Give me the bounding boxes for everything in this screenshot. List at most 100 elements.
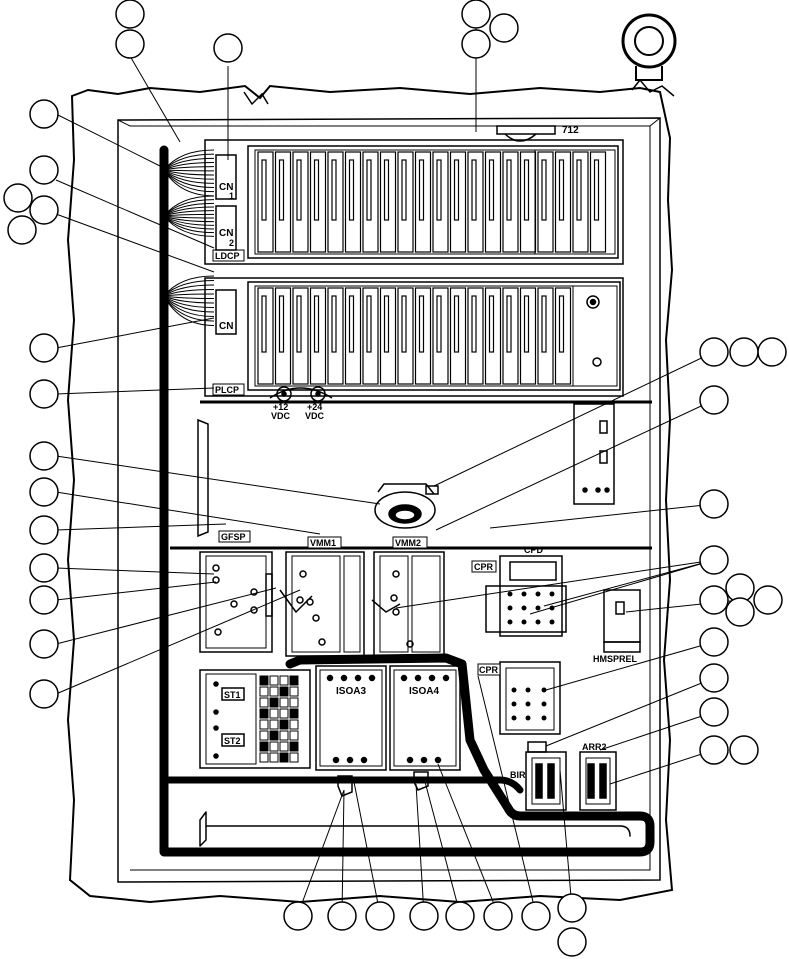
card-slot bbox=[362, 287, 379, 385]
wire bbox=[163, 210, 215, 217]
card-slot bbox=[362, 151, 379, 253]
card-slot bbox=[554, 287, 572, 385]
card-slot-handle bbox=[541, 295, 547, 353]
wire bbox=[163, 169, 215, 172]
callout-balloon bbox=[29, 477, 59, 507]
terminal bbox=[279, 730, 289, 741]
callout-balloons bbox=[3, 0, 787, 957]
card-slot-handle bbox=[576, 159, 582, 221]
terminal bbox=[269, 697, 279, 708]
wire bbox=[163, 215, 215, 230]
terminal bbox=[259, 719, 269, 730]
label-bir: BIR bbox=[510, 770, 526, 780]
callout-balloon bbox=[29, 333, 59, 363]
label-cn2-a: CN bbox=[219, 228, 233, 239]
card-slot bbox=[502, 151, 519, 253]
card-slot bbox=[554, 151, 572, 253]
callout-balloon bbox=[461, 0, 491, 29]
wire bbox=[163, 169, 215, 176]
card-slot-handle bbox=[261, 295, 267, 353]
card-slot-handle bbox=[453, 159, 460, 221]
wire bbox=[163, 295, 215, 308]
label-gfsp: GFSP bbox=[221, 532, 246, 542]
terminal bbox=[289, 697, 299, 708]
rack-labels: CN 1 CN 2 LDCP CN PLCP +12 VDC +24 VDC bbox=[212, 182, 325, 421]
label-cn: CN bbox=[219, 321, 233, 332]
callout-balloon bbox=[699, 585, 729, 615]
callout-balloon bbox=[753, 585, 783, 615]
callout-balloon bbox=[365, 901, 395, 931]
callout-balloon bbox=[557, 893, 587, 923]
callout-balloon bbox=[699, 627, 729, 657]
callout-balloon bbox=[489, 13, 519, 43]
callout-balloon bbox=[699, 385, 729, 415]
card-slot-handle bbox=[278, 295, 285, 353]
wire bbox=[163, 289, 215, 297]
terminal bbox=[279, 719, 289, 730]
terminal bbox=[269, 719, 279, 730]
terminal bbox=[289, 708, 299, 719]
card-slot bbox=[414, 151, 432, 253]
label-cpd: CPD bbox=[524, 545, 544, 555]
callout-balloon bbox=[699, 545, 729, 575]
terminal bbox=[269, 686, 279, 697]
label-24vdc-b: VDC bbox=[305, 411, 325, 421]
callout-balloon bbox=[115, 0, 145, 29]
label-isoa4: ISOA4 bbox=[409, 686, 439, 697]
card-slot bbox=[502, 287, 519, 385]
label-cpr-top: CPR bbox=[474, 562, 494, 572]
label-hmsprel: HMSPREL bbox=[593, 654, 638, 664]
callout-balloon bbox=[115, 29, 145, 59]
card-slot bbox=[309, 287, 327, 385]
terminal bbox=[269, 741, 279, 752]
card-slot bbox=[537, 151, 554, 253]
callout-balloon bbox=[29, 629, 59, 659]
card-slot bbox=[344, 287, 362, 385]
card-slot bbox=[327, 287, 344, 385]
card-slot bbox=[432, 151, 449, 253]
card-slot bbox=[397, 287, 414, 385]
label-vmm1: VMM1 bbox=[310, 538, 336, 548]
card-slot-handle bbox=[453, 295, 460, 353]
card-slot bbox=[467, 151, 484, 253]
callout-balloon bbox=[757, 337, 787, 367]
wire bbox=[163, 215, 215, 237]
card-slot-handle bbox=[296, 159, 302, 221]
callout-balloon bbox=[3, 183, 33, 213]
terminal bbox=[289, 730, 299, 741]
label-cn1-b: 1 bbox=[229, 191, 234, 201]
voltage-test-points bbox=[269, 386, 333, 402]
card-slot bbox=[257, 151, 274, 253]
wire bbox=[163, 295, 215, 313]
card-slot-handle bbox=[471, 159, 477, 221]
wire bbox=[163, 166, 215, 171]
callout-balloon bbox=[327, 901, 357, 931]
terminal-block bbox=[199, 669, 311, 769]
label-isoa3: ISOA3 bbox=[336, 686, 366, 697]
terminal bbox=[259, 730, 269, 741]
terminal bbox=[259, 708, 269, 719]
card-slot-handle bbox=[366, 295, 372, 353]
card-slot bbox=[379, 151, 397, 253]
card-slot-handle bbox=[418, 159, 425, 221]
wire bbox=[163, 280, 215, 297]
label-cn1-a: CN bbox=[219, 182, 233, 193]
lifting-eye bbox=[621, 13, 677, 81]
card-slot bbox=[537, 287, 554, 385]
wire bbox=[163, 284, 215, 297]
card-slot bbox=[449, 287, 467, 385]
card-slot-handle bbox=[506, 159, 512, 221]
wire bbox=[163, 295, 215, 299]
card-slot-handle bbox=[488, 159, 495, 221]
card-slot-handle bbox=[506, 295, 512, 353]
wire bbox=[163, 293, 215, 297]
isoa3-module bbox=[315, 665, 387, 771]
callout-balloon bbox=[29, 99, 59, 129]
rail-labels: GFSP VMM1 VMM2 CPR CPD bbox=[218, 530, 544, 573]
callout-balloon bbox=[729, 735, 759, 765]
callout-balloon bbox=[729, 337, 759, 367]
card-slot bbox=[467, 287, 484, 385]
isoa-connectors bbox=[337, 771, 429, 797]
label-st2: ST2 bbox=[224, 736, 241, 746]
